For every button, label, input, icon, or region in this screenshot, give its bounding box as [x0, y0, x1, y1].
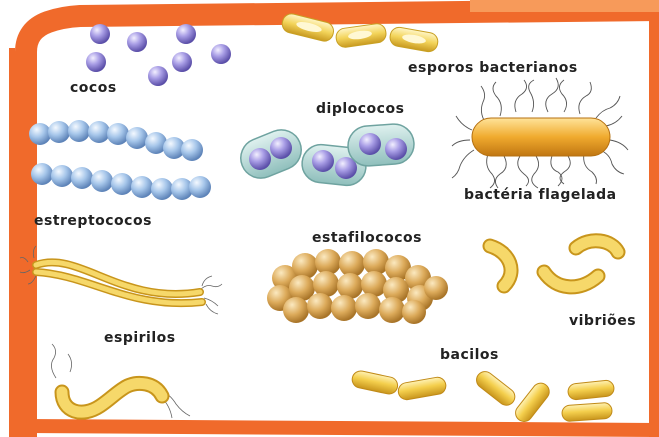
label-estafilococos: estafilococos: [312, 230, 422, 246]
diplococos-illustration: [235, 123, 416, 187]
bacilos-illustration: [351, 368, 615, 425]
flagelada-body: [472, 118, 610, 156]
label-estreptococos: estreptococos: [34, 213, 152, 229]
label-bacteria-flagelada: bactéria flagelada: [464, 187, 617, 203]
label-vibrioes: vibriões: [569, 313, 636, 329]
estreptococos-illustration: [29, 120, 211, 200]
estafilococos-illustration: [267, 249, 448, 324]
label-cocos: cocos: [70, 80, 117, 96]
vibrioes-illustration: [490, 241, 618, 287]
label-bacilos: bacilos: [440, 347, 499, 363]
label-espirilos: espirilos: [104, 330, 176, 346]
cocos-illustration: [86, 24, 231, 86]
label-esporos-bacterianos: esporos bacterianos: [408, 60, 578, 76]
label-diplococos: diplococos: [316, 101, 404, 117]
